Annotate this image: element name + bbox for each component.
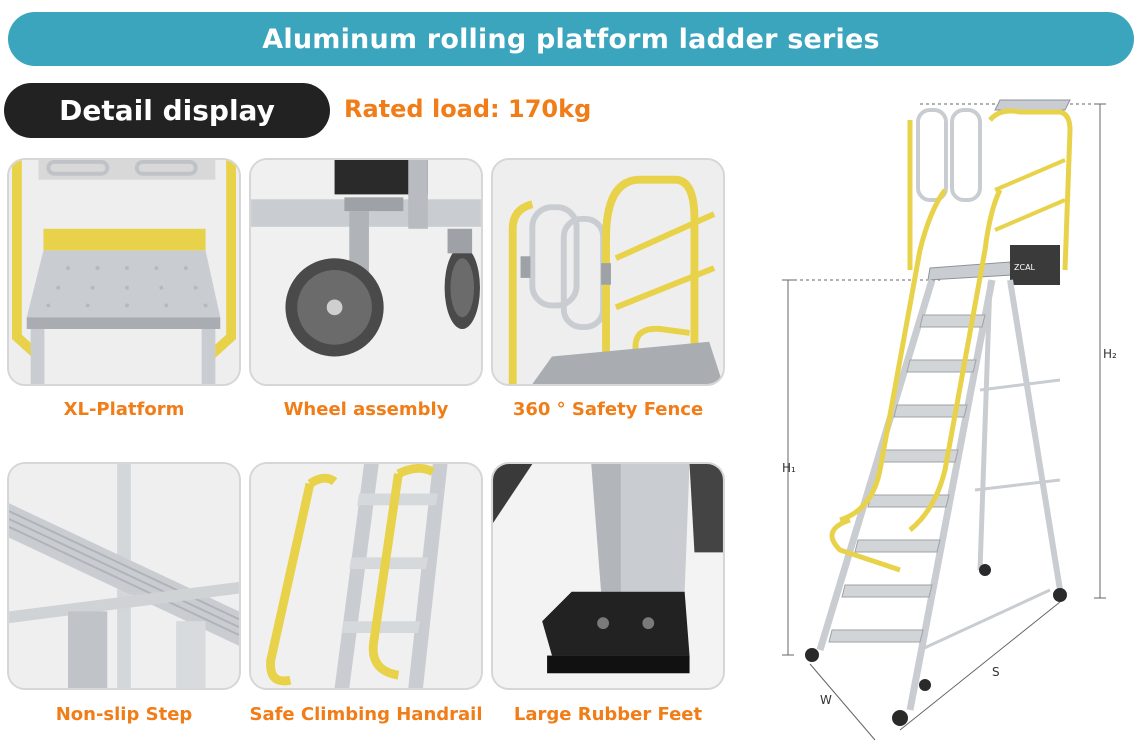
rubber-feet-illustration (493, 464, 723, 688)
detail-image-safety-fence (491, 158, 725, 386)
page-title-banner: Aluminum rolling platform ladder series (8, 12, 1134, 66)
rated-load-text: Rated load: 170kg (344, 95, 592, 123)
climbing-handrail-illustration (251, 464, 481, 688)
wheel-assembly-illustration (251, 160, 481, 384)
caption-non-slip-step: Non-slip Step (55, 704, 193, 725)
detail-image-climbing-handrail (249, 462, 483, 690)
detail-image-xl-platform (7, 158, 241, 386)
ladder-dimension-diagram: H₂ H₁ S W ZCAL (760, 90, 1140, 746)
caption-rubber-feet: Large Rubber Feet (513, 704, 703, 725)
caption-safety-fence: 360 ° Safety Fence (512, 399, 704, 420)
detail-image-non-slip-step (7, 462, 241, 690)
dimension-w-label: W (820, 693, 832, 707)
safety-fence-illustration (493, 160, 723, 384)
brand-label: ZCAL (1014, 263, 1036, 272)
dimension-h1-label: H₁ (782, 461, 796, 475)
section-label-pill: Detail display (4, 83, 330, 138)
detail-image-wheel-assembly (249, 158, 483, 386)
rolling-ladder-illustration: H₂ H₁ S W ZCAL (782, 99, 1117, 741)
caption-xl-platform: XL-Platform (63, 399, 185, 420)
xl-platform-illustration (9, 160, 239, 384)
page-title: Aluminum rolling platform ladder series (262, 23, 880, 55)
detail-image-rubber-feet (491, 462, 725, 690)
section-label: Detail display (59, 94, 275, 127)
dimension-h2-label: H₂ (1103, 347, 1117, 361)
non-slip-step-illustration (9, 464, 239, 688)
caption-climbing-handrail: Safe Climbing Handrail (249, 704, 483, 725)
dimension-s-label: S (992, 665, 1000, 679)
caption-wheel-assembly: Wheel assembly (283, 399, 449, 420)
